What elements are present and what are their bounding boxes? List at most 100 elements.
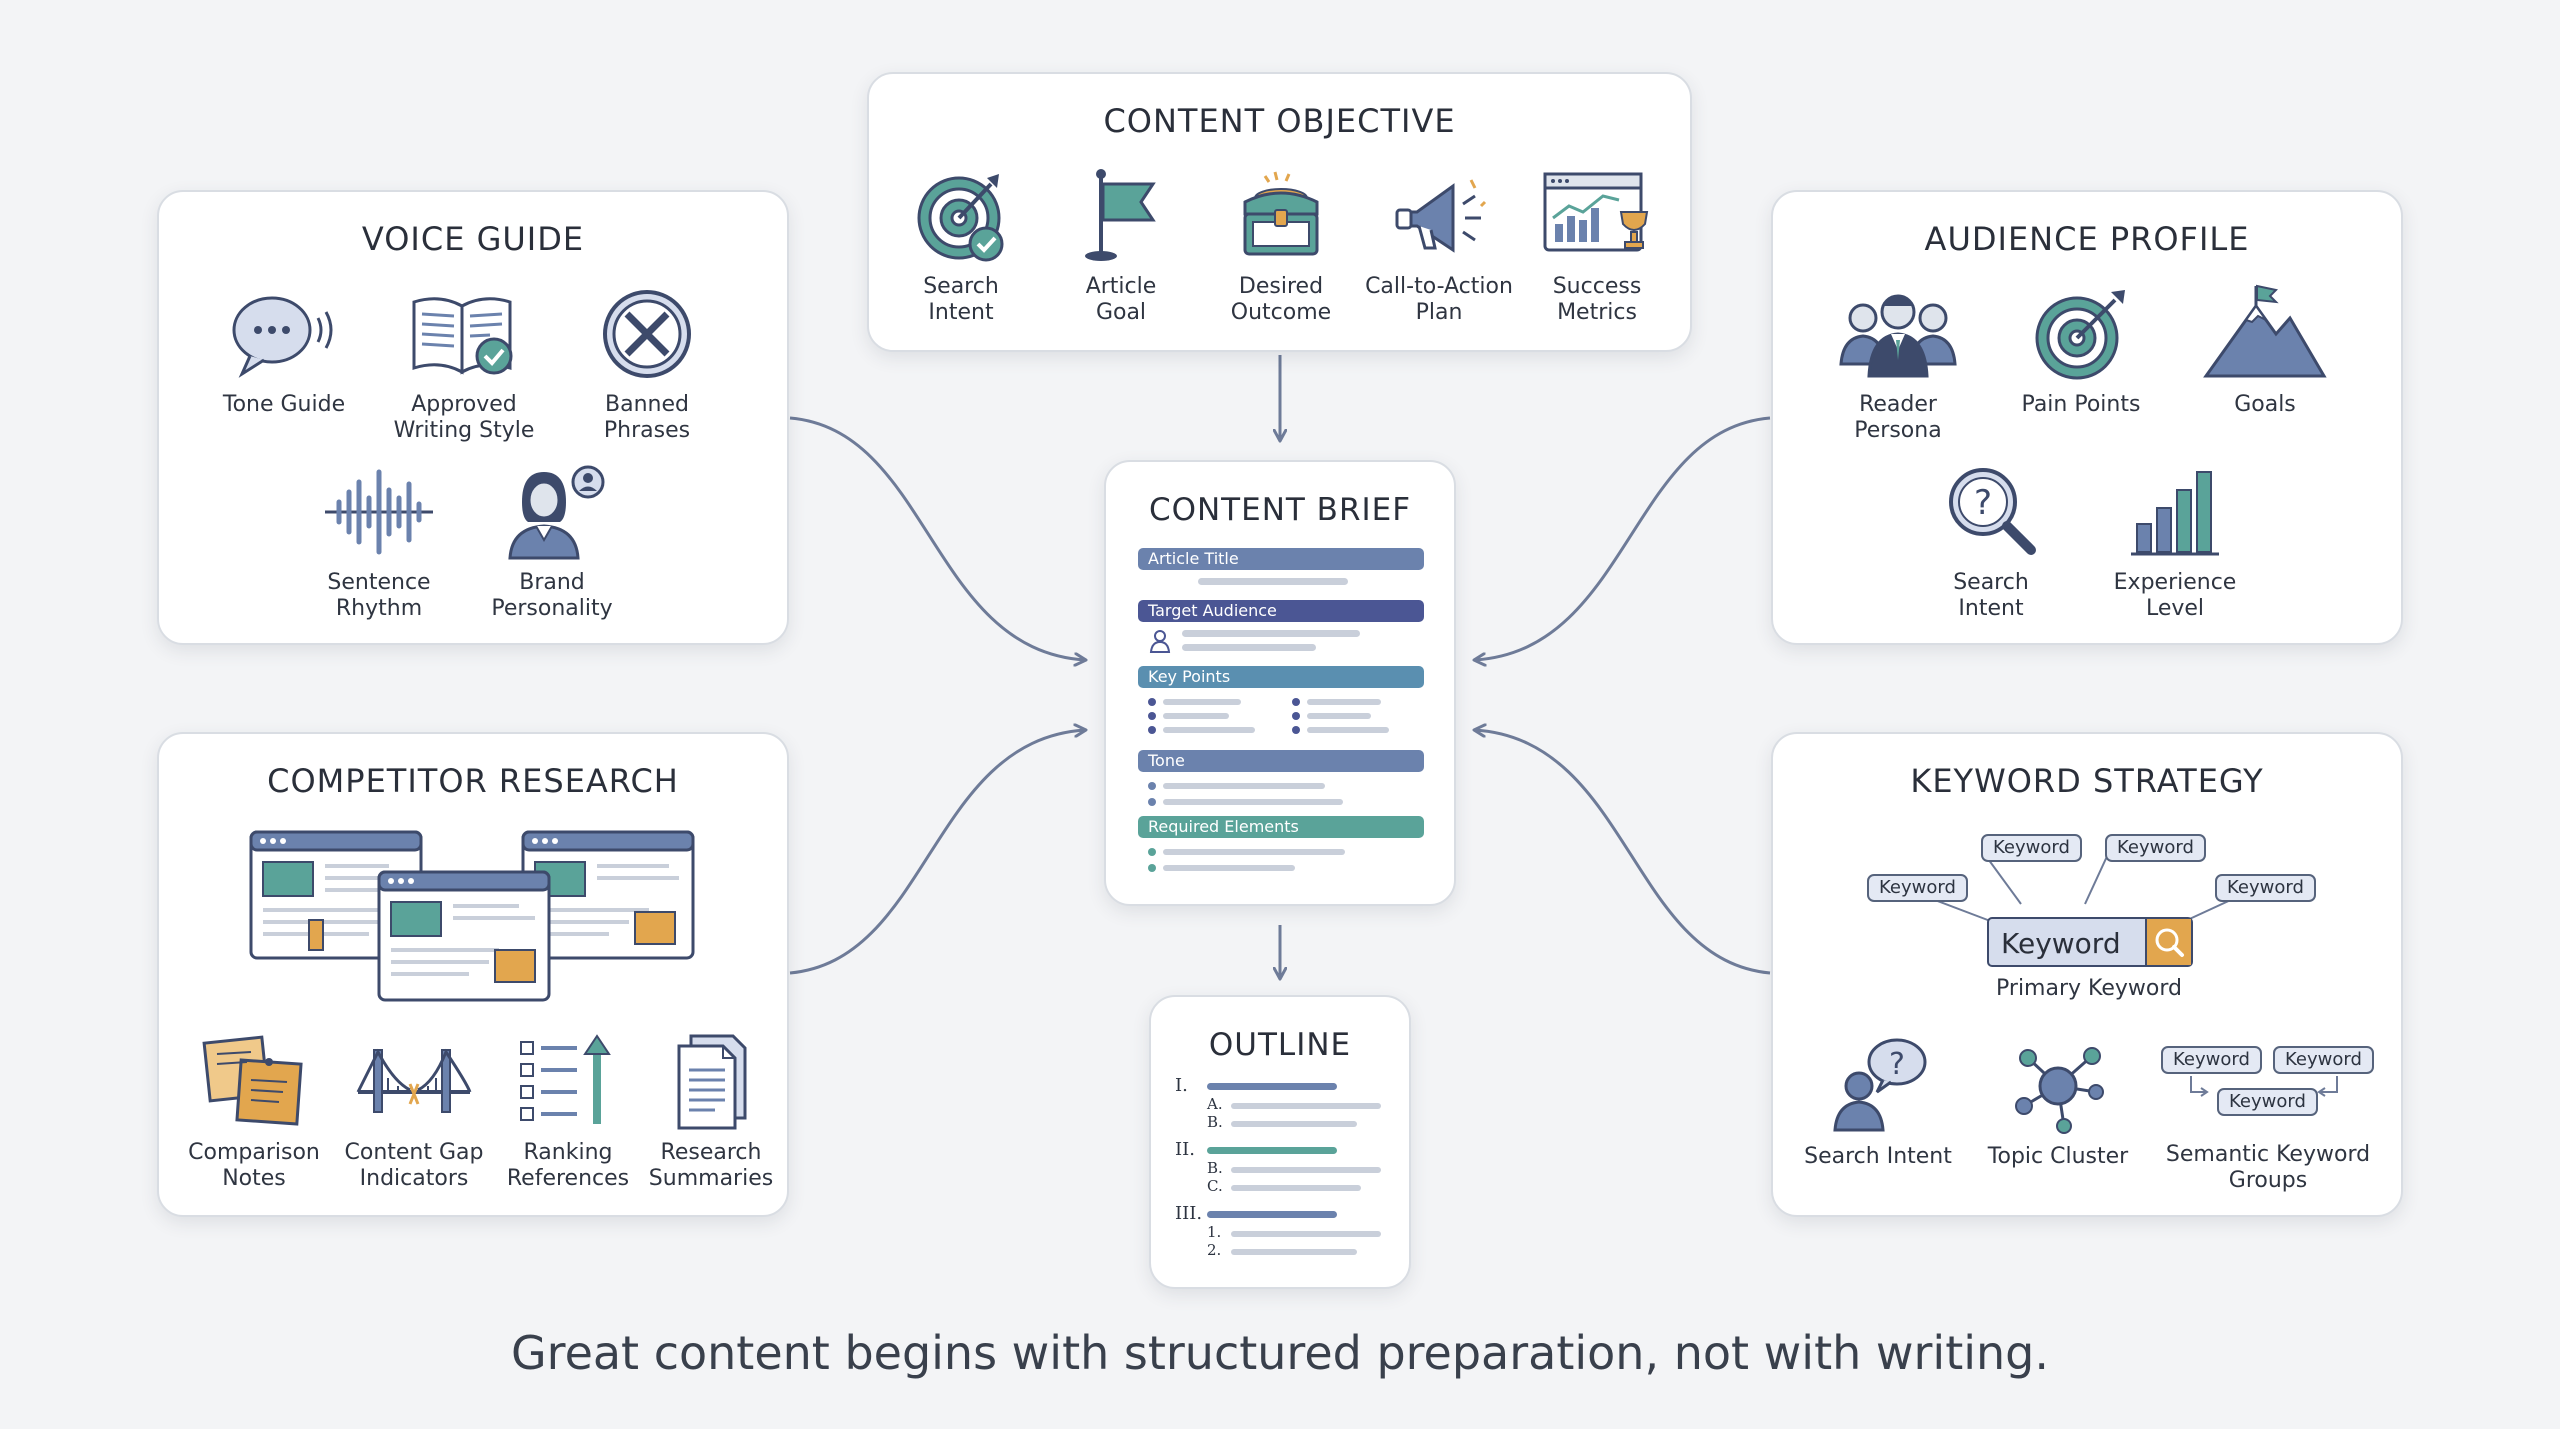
keyword-strategy-title: KEYWORD STRATEGY <box>1910 762 2264 800</box>
outline-line <box>1207 1147 1337 1154</box>
audience-search-intent-item: ? Search Intent <box>1921 462 2061 622</box>
cluster-nodes-icon <box>2015 1047 2104 1134</box>
competitor-research-card: COMPETITOR RESEARCH <box>157 732 789 1217</box>
call-to-action-item: Call-to-Action Plan <box>1359 166 1519 326</box>
tone-guide-item: Tone Guide <box>214 284 354 418</box>
ranking-list-icon <box>520 1034 611 1124</box>
audience-person-icon <box>1149 630 1171 653</box>
outline-title: OUTLINE <box>1208 1027 1352 1063</box>
brief-section-article-title: Article Title <box>1138 548 1424 570</box>
tone-bullets <box>1148 782 1343 806</box>
outline-numeral: II. <box>1175 1139 1195 1160</box>
group-people-icon <box>1839 294 1957 378</box>
svg-text:?: ? <box>1974 483 1992 523</box>
brief-placeholder-line <box>1198 578 1348 585</box>
approved-writing-style-label: Approved Writing Style <box>393 392 535 443</box>
reader-persona-label: Reader Persona <box>1854 392 1942 443</box>
search-intent-label: Search Intent <box>923 274 999 325</box>
audience-search-intent-label: Search Intent <box>1953 570 2029 621</box>
experience-level-label: Experience Level <box>2113 570 2237 621</box>
banned-phrases-item: Banned Phrases <box>577 284 717 444</box>
comparison-notes-item: Comparison Notes <box>179 1032 329 1192</box>
brand-personality-item: Brand Personality <box>477 462 627 622</box>
content-gap-indicators-label: Content Gap Indicators <box>344 1140 484 1191</box>
outline-line <box>1231 1121 1357 1127</box>
brief-placeholder-line <box>1182 644 1316 651</box>
search-intent-item: Search Intent <box>891 166 1031 326</box>
brief-placeholder-line <box>1182 630 1360 637</box>
chart-trophy-icon <box>1543 172 1649 252</box>
content-objective-title: CONTENT OBJECTIVE <box>1103 102 1456 140</box>
brief-section-tone: Tone <box>1138 750 1424 772</box>
magnifier-question-icon: ? <box>1949 468 2036 555</box>
competitor-research-title: COMPETITOR RESEARCH <box>267 762 679 800</box>
brief-section-article-title-label: Article Title <box>1148 549 1239 568</box>
reader-persona-item: Reader Persona <box>1828 284 1968 444</box>
outline-numeral: III. <box>1175 1203 1203 1224</box>
keyword-groups-arrows <box>2190 1076 2338 1097</box>
competitor-pages-illustration <box>249 830 695 1002</box>
outline-numeral: I. <box>1175 1075 1188 1096</box>
semantic-keyword-groups-label: Semantic Keyword Groups <box>2165 1142 2371 1193</box>
voice-guide-title: VOICE GUIDE <box>361 220 585 258</box>
arrow-competitor-to-brief <box>789 730 1085 975</box>
pain-points-label: Pain Points <box>2021 392 2141 417</box>
megaphone-icon <box>1395 179 1487 253</box>
content-objective-card: CONTENT OBJECTIVE Search Intent Article … <box>867 72 1692 352</box>
brief-section-key-points-label: Key Points <box>1148 667 1231 686</box>
topic-cluster-item: Topic Cluster <box>1983 1036 2133 1170</box>
ranking-references-item: Ranking References <box>493 1032 643 1192</box>
person-question-icon: ? <box>1833 1038 1927 1132</box>
topic-cluster-label: Topic Cluster <box>1987 1144 2129 1169</box>
brief-section-target-audience: Target Audience <box>1138 600 1424 622</box>
flag-icon <box>1085 169 1156 261</box>
outline-numeral: 2. <box>1207 1241 1222 1259</box>
banned-phrases-label: Banned Phrases <box>603 392 691 443</box>
banned-x-icon <box>603 290 691 378</box>
outline-numeral: B. <box>1207 1159 1223 1177</box>
outline-line <box>1207 1211 1337 1218</box>
keyword-connector-lines <box>1897 851 2262 923</box>
research-summaries-item: Research Summaries <box>641 1032 781 1192</box>
audience-profile-title: AUDIENCE PROFILE <box>1924 220 2250 258</box>
arrow-keyword-to-brief <box>1475 730 1771 975</box>
outline-line <box>1231 1231 1381 1237</box>
required-elements-bullets <box>1148 848 1345 872</box>
keyword-strategy-card: KEYWORD STRATEGY Keyword Keyword Keyword… <box>1771 732 2403 1217</box>
bridge-gap-icon <box>356 1048 472 1113</box>
satellite-keyword-tag: Keyword <box>1867 874 1968 902</box>
keyword-search-intent-item: ? Search Intent <box>1793 1036 1963 1170</box>
open-book-check-icon <box>412 297 513 375</box>
tone-guide-label: Tone Guide <box>222 392 346 417</box>
desired-outcome-label: Desired Outcome <box>1230 274 1332 325</box>
mountain-flag-icon <box>2203 284 2327 378</box>
group-keyword-tag: Keyword <box>2217 1088 2318 1116</box>
experience-level-item: Experience Level <box>2105 462 2245 622</box>
target-arrow-icon <box>2035 290 2125 380</box>
outline-numeral: B. <box>1207 1113 1223 1131</box>
brief-section-tone-label: Tone <box>1148 751 1185 770</box>
group-keyword-tag: Keyword <box>2273 1046 2374 1074</box>
brief-section-target-audience-label: Target Audience <box>1148 601 1277 620</box>
brand-personality-label: Brand Personality <box>491 570 613 621</box>
keyword-search-button <box>2145 919 2191 965</box>
person-profile-icon <box>508 465 605 560</box>
outline-numeral: A. <box>1207 1095 1223 1113</box>
satellite-keyword-tag: Keyword <box>2215 874 2316 902</box>
speech-bubble-icon <box>232 296 333 378</box>
satellite-keyword-tag: Keyword <box>1981 834 2082 862</box>
brief-section-required-elements: Required Elements <box>1138 816 1424 838</box>
primary-keyword-text: Keyword <box>2001 927 2121 960</box>
pain-points-item: Pain Points <box>2011 284 2151 418</box>
arrow-audience-to-brief <box>1475 416 1771 660</box>
arrow-voice-to-brief <box>789 416 1085 660</box>
desired-outcome-item: Desired Outcome <box>1211 166 1351 326</box>
keyword-search-intent-label: Search Intent <box>1804 1144 1952 1169</box>
browser-window-icon <box>521 830 695 960</box>
article-goal-label: Article Goal <box>1085 274 1157 325</box>
ranking-references-label: Ranking References <box>506 1140 630 1191</box>
tagline: Great content begins with structured pre… <box>511 1326 2049 1380</box>
svg-text:?: ? <box>1889 1047 1905 1082</box>
goals-label: Goals <box>2234 392 2296 417</box>
